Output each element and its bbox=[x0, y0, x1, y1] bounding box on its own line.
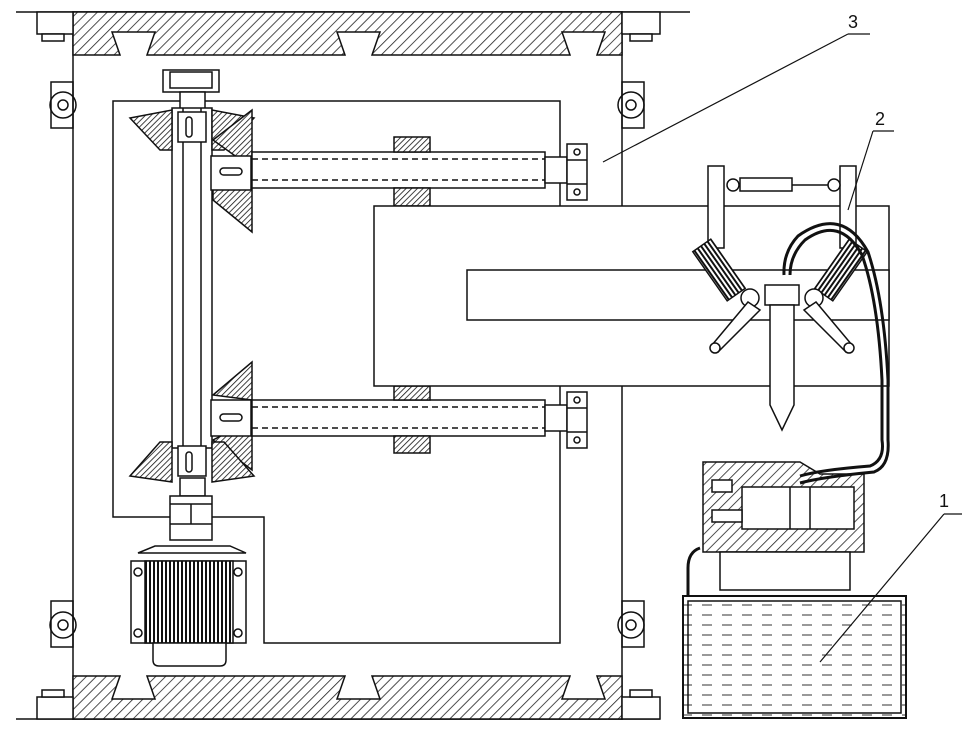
top-dovetail-beam bbox=[73, 12, 622, 55]
frame-wheel bbox=[618, 82, 644, 128]
motor bbox=[131, 546, 246, 666]
pump-unit bbox=[703, 462, 864, 590]
coupling bbox=[170, 496, 212, 540]
bottom-dovetail-beam bbox=[73, 676, 622, 719]
callout-1: 1 bbox=[939, 491, 949, 511]
lower-lead-screw bbox=[252, 386, 587, 453]
fluid-tank bbox=[683, 596, 906, 718]
frame-wheel bbox=[50, 601, 76, 647]
upper-lead-screw bbox=[252, 137, 587, 206]
callout-2: 2 bbox=[875, 109, 885, 129]
callout-3: 3 bbox=[848, 12, 858, 32]
frame-wheel bbox=[50, 82, 76, 128]
frame-wheel bbox=[618, 601, 644, 647]
